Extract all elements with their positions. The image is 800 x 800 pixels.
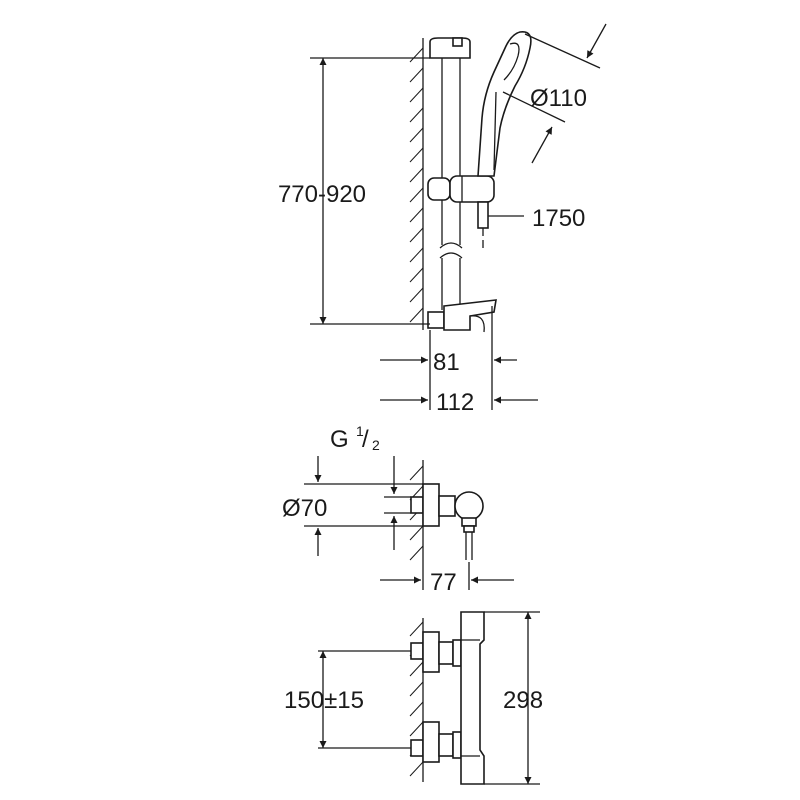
mixer-height-label: 298 xyxy=(503,687,543,714)
eccentric-lower xyxy=(410,721,462,763)
shower-rail xyxy=(429,37,471,310)
total-depth-label: 112 xyxy=(436,389,474,416)
rail-height-label: 770-920 xyxy=(278,181,366,208)
escutcheon-diameter-label: Ø70 xyxy=(282,495,327,522)
mixer-side-body xyxy=(410,483,484,560)
lower-bracket xyxy=(427,299,497,333)
dim-ext-hs-top xyxy=(524,33,601,69)
thread-slash: / xyxy=(362,426,369,453)
wall-hatching-top xyxy=(409,47,424,323)
mixer-body xyxy=(460,611,485,785)
dim-ext-hs-bottom xyxy=(502,91,566,123)
thread-denominator: 2 xyxy=(372,437,380,453)
handshower-diameter-label: Ø110 xyxy=(530,85,587,112)
dim-arrow-hs-top xyxy=(586,23,607,59)
slider-holder xyxy=(427,175,495,248)
thread-label: G xyxy=(330,426,349,453)
hose-length-label: 1750 xyxy=(532,205,585,232)
rail-depth-label: 81 xyxy=(433,349,460,376)
shower-rail-view: 770-920 Ø110 1750 81 112 xyxy=(278,23,607,416)
mixer-front-view: 150±15 298 xyxy=(284,611,543,785)
connection-depth-label: 77 xyxy=(430,569,457,596)
mixer-side-view: G 1 / 2 Ø70 77 xyxy=(282,423,514,596)
thread-numerator: 1 xyxy=(356,423,364,439)
dim-arrow-hs-bottom xyxy=(531,126,553,164)
centre-distance-label: 150±15 xyxy=(284,687,364,714)
eccentric-upper xyxy=(410,631,462,673)
hand-shower xyxy=(477,31,532,177)
